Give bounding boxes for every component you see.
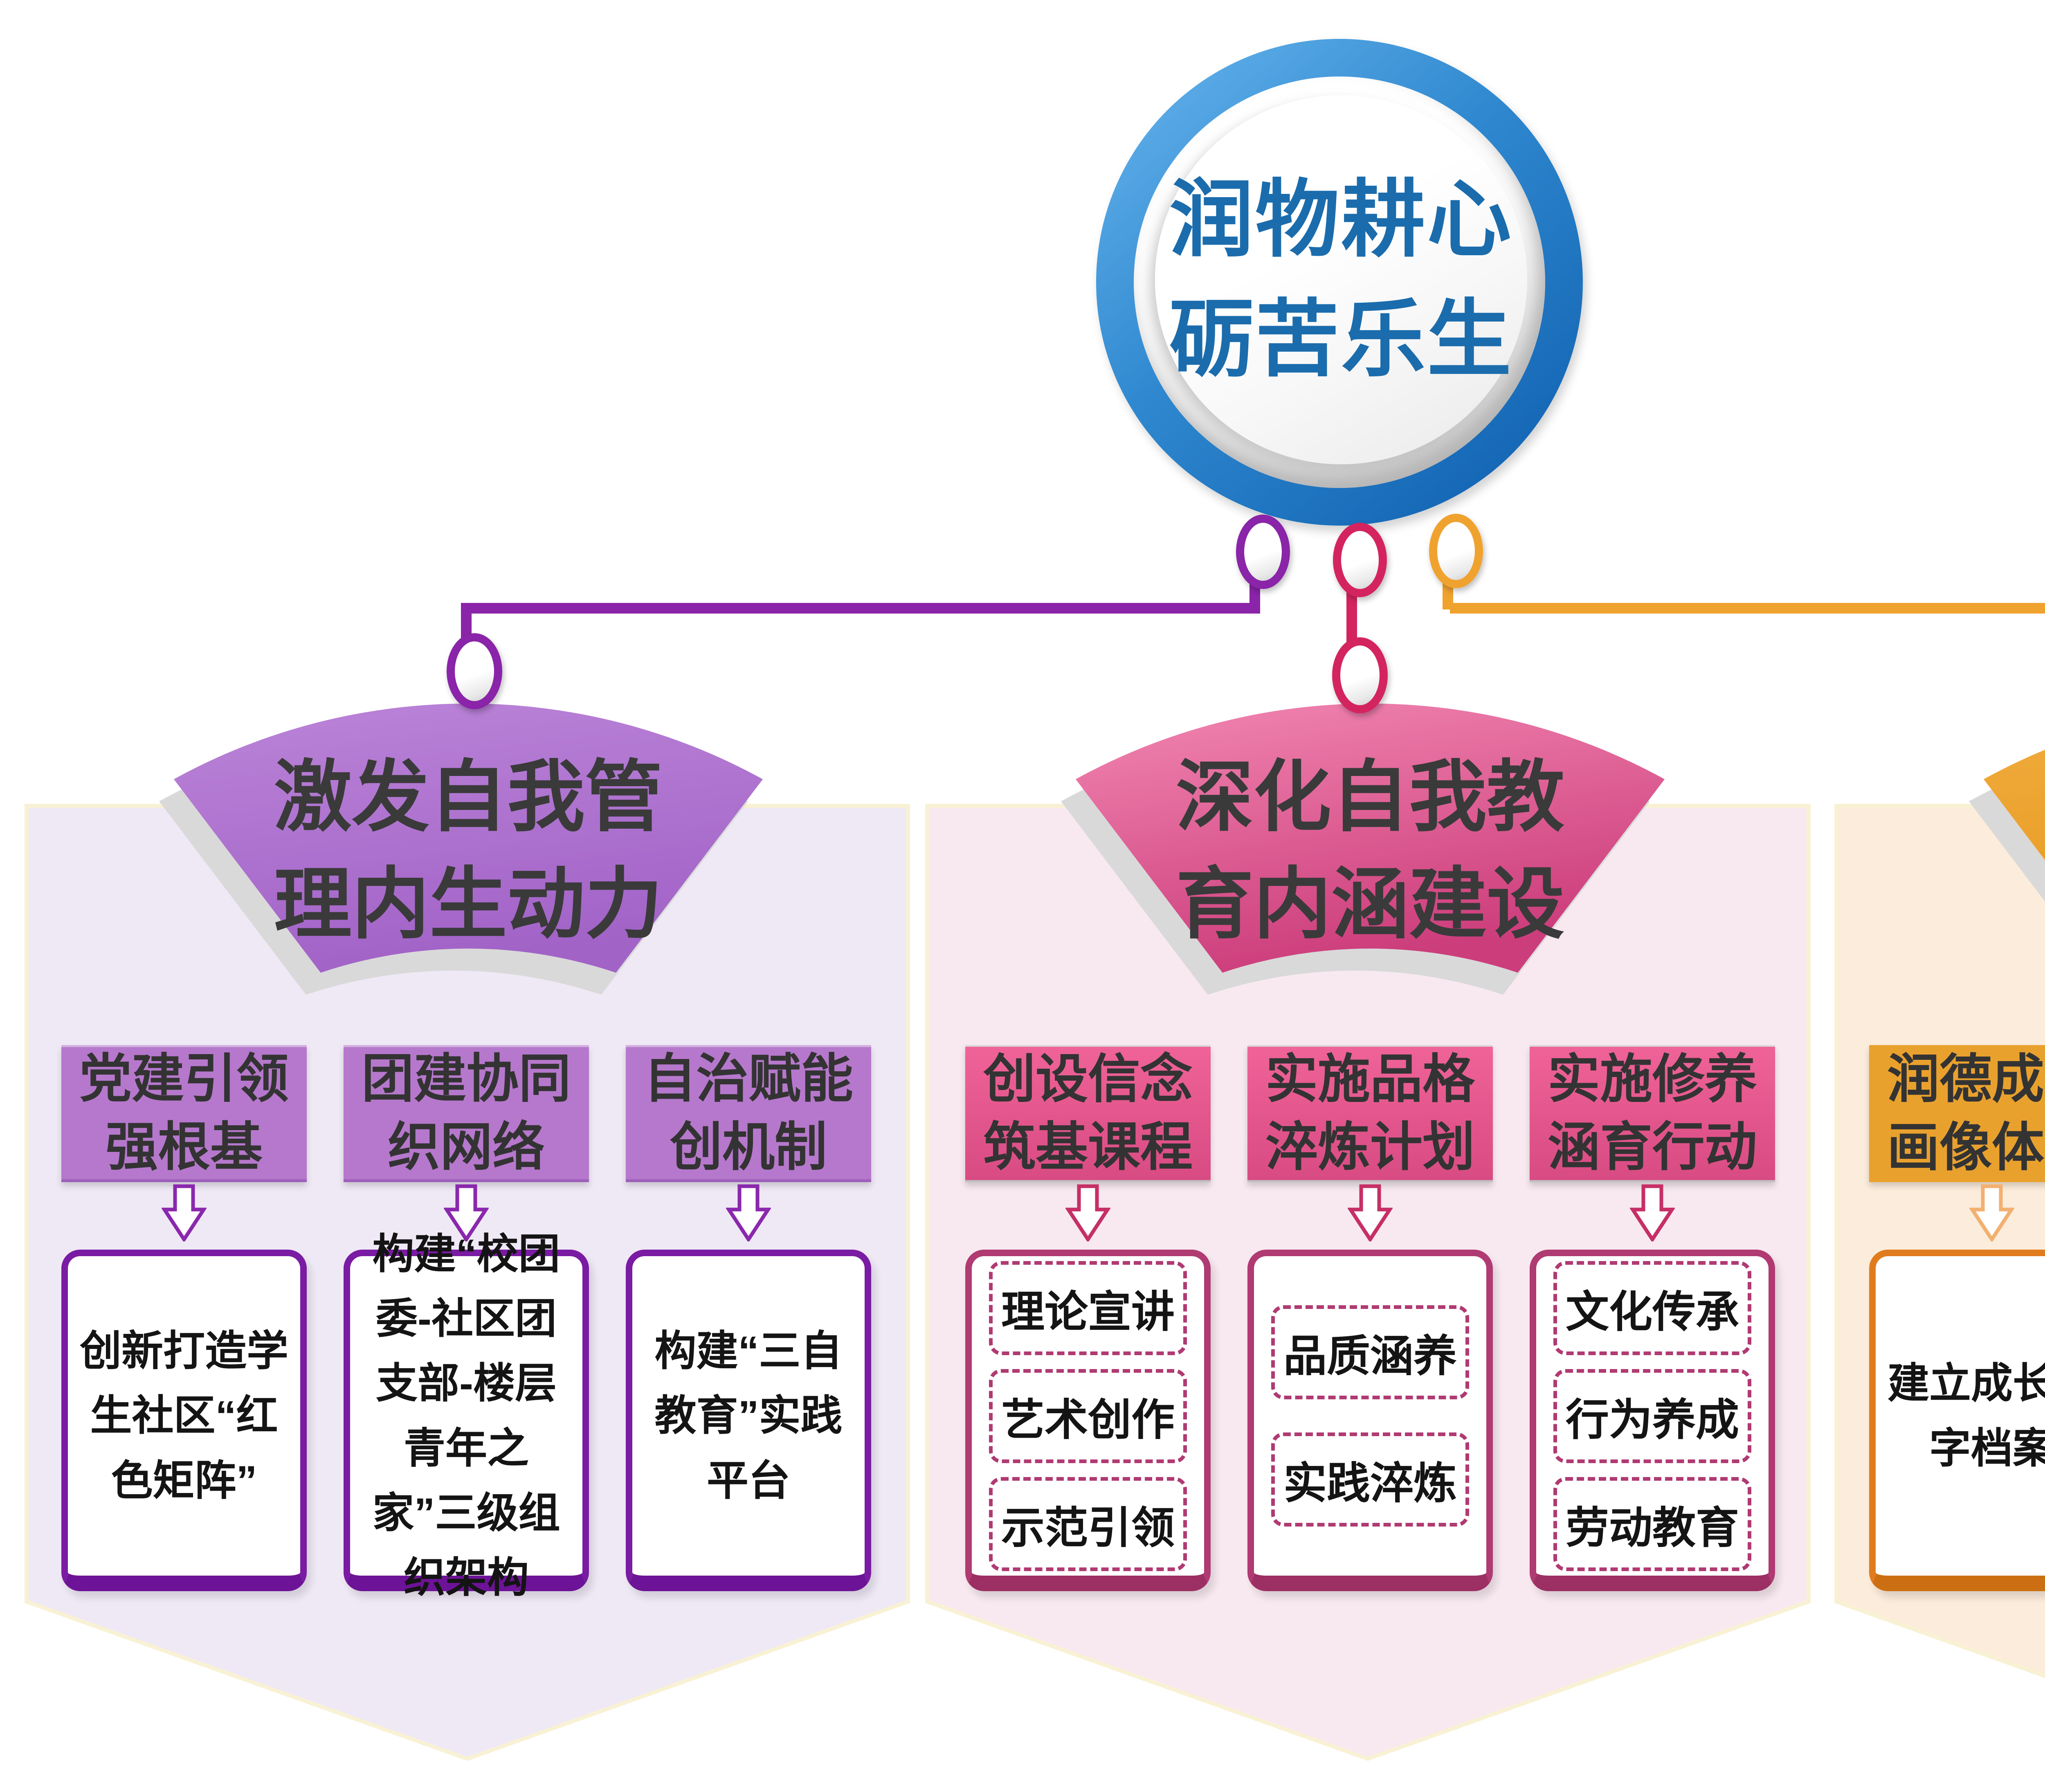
subheader-line1: 党建引领: [79, 1050, 289, 1108]
fan-shape: [1076, 704, 1665, 973]
central-circle-face: 润物耕心 砺苦乐生: [1155, 95, 1527, 464]
content-text: 构建“三自教育”实践平台: [654, 1328, 843, 1504]
down-arrow-icon: [162, 1184, 207, 1241]
dashed-item: 理论宣讲: [989, 1261, 1187, 1355]
down-arrow-icon: [1065, 1184, 1110, 1241]
subheader-line2: 涵育行动: [1547, 1118, 1757, 1176]
content-belief-items: 理论宣讲 艺术创作 示范引领: [965, 1250, 1211, 1591]
orange-connector-horizontal-line: [1450, 603, 2045, 614]
content-cultivation-items: 文化传承 行为养成 劳动教育: [1530, 1250, 1775, 1591]
subheader-line2: 织网络: [387, 1117, 545, 1176]
down-arrow-icon: [1630, 1184, 1675, 1241]
central-title-line2: 砺苦乐生: [1169, 292, 1513, 387]
down-arrow-icon: [1348, 1184, 1393, 1241]
content-digital-archive: 建立成长数字档案: [1869, 1250, 2045, 1591]
subheader-growth-portrait: 润德成长 画像体系: [1869, 1045, 2045, 1182]
dashed-item: 品质涵养: [1271, 1305, 1469, 1400]
subheader-character-plan: 实施品格 淬炼计划: [1247, 1045, 1493, 1182]
content-text: 建立成长数字档案: [1888, 1360, 2045, 1472]
crimson-branch-node: [1332, 637, 1388, 713]
subheader-party-building: 党建引领 强根基: [61, 1045, 307, 1182]
fan-self-management: [159, 704, 763, 995]
central-topic-circle: 润物耕心 砺苦乐生: [1096, 39, 1583, 526]
subheader-line1: 润德成长: [1887, 1050, 2045, 1109]
dashed-item: 示范引领: [989, 1477, 1187, 1571]
dashed-item: 文化传承: [1553, 1261, 1751, 1355]
fan-shape: [174, 704, 763, 973]
crimson-stem-node: [1333, 523, 1387, 597]
central-title-line1: 润物耕心: [1169, 173, 1513, 267]
branch-title-line1: 深化自我教: [1175, 753, 1564, 841]
subheader-line2: 强根基: [105, 1117, 263, 1176]
content-text: 构建“校团委-社区团支部-楼层青年之家”三级组织架构: [372, 1231, 560, 1601]
subheader-line1: 自治赋能: [643, 1050, 853, 1108]
fan-self-education: [1061, 704, 1665, 995]
content-text: 创新打造学生社区“红色矩阵”: [80, 1328, 288, 1504]
central-circle-ring: 润物耕心 砺苦乐生: [1134, 76, 1545, 488]
purple-branch-node: [447, 633, 502, 709]
dashed-item: 实践淬炼: [1271, 1432, 1469, 1527]
down-arrow-icon: [444, 1184, 489, 1241]
subheader-autonomy: 自治赋能 创机制: [626, 1045, 871, 1182]
fan-self-service: [1969, 750, 2045, 902]
branch-title-self-management: 激发自我管 理内生动力: [174, 740, 763, 961]
content-three-level-structure: 构建“校团委-社区团支部-楼层青年之家”三级组织架构: [344, 1231, 589, 1601]
down-arrow-icon: [1969, 1184, 2014, 1241]
down-arrow-icon: [726, 1184, 771, 1241]
subheader-line1: 实施品格: [1265, 1050, 1475, 1108]
dashed-item-list: 品质涵养 实践淬炼: [1254, 1256, 1486, 1576]
subheader-belief-courses: 创设信念 筑基课程: [965, 1045, 1211, 1182]
purple-connector-horizontal-line: [461, 603, 1260, 614]
branch-title-self-education: 深化自我教 育内涵建设: [1076, 740, 1665, 961]
content-practice-platform: 构建“三自教育”实践平台: [626, 1250, 871, 1591]
branch-title-self-service: 提升自我服 务发展效能: [1984, 740, 2045, 961]
fan-shape: [1984, 750, 2045, 860]
dashed-item: 行为养成: [1553, 1369, 1751, 1463]
subheader-line2: 淬炼计划: [1265, 1118, 1475, 1176]
subheader-league-building: 团建协同 织网络: [344, 1045, 589, 1182]
central-topic-title: 润物耕心 砺苦乐生: [1169, 160, 1513, 399]
subheader-line2: 创机制: [670, 1117, 827, 1176]
branch-title-line2: 育内涵建设: [1175, 861, 1564, 948]
content-red-matrix: 创新打造学生社区“红色矩阵”: [61, 1250, 307, 1591]
subheader-cultivation-action: 实施修养 涵育行动: [1530, 1045, 1775, 1182]
branch-title-line2: 理内生动力: [274, 861, 663, 948]
subheader-line2: 画像体系: [1887, 1118, 2045, 1177]
branch-title-line1: 激发自我管: [274, 753, 663, 841]
subheader-line2: 筑基课程: [983, 1118, 1193, 1176]
content-character-items: 品质涵养 实践淬炼: [1247, 1250, 1493, 1591]
purple-stem-node: [1236, 515, 1290, 589]
subheader-line1: 实施修养: [1547, 1050, 1757, 1108]
subheader-line1: 团建协同: [361, 1050, 571, 1108]
dashed-item: 艺术创作: [989, 1369, 1187, 1463]
dashed-item-list: 文化传承 行为养成 劳动教育: [1536, 1256, 1769, 1576]
dashed-item: 劳动教育: [1553, 1477, 1751, 1571]
subheader-line1: 创设信念: [983, 1050, 1193, 1108]
dashed-item-list: 理论宣讲 艺术创作 示范引领: [972, 1256, 1204, 1576]
orange-stem-node: [1429, 514, 1483, 588]
